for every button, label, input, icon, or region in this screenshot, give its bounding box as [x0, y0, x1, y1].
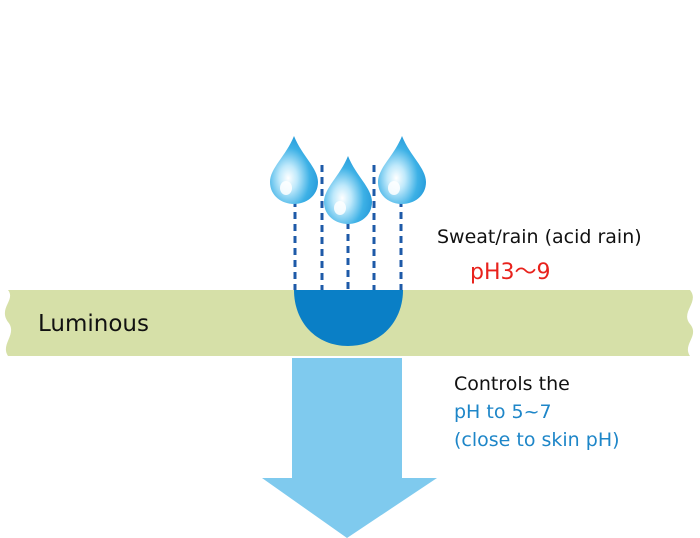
absorbed-liquid	[294, 290, 403, 346]
water-drop-icon	[324, 156, 372, 224]
source-ph-range: pH3～9	[470, 260, 551, 285]
result-ph-target: pH to 5~7	[454, 401, 552, 423]
result-text-line-1: Controls the	[454, 373, 570, 395]
water-drop-icon	[270, 136, 318, 204]
result-skin-ph-note: (close to skin pH)	[454, 429, 620, 451]
material-label: Luminous	[38, 311, 149, 337]
source-label: Sweat/rain (acid rain)	[437, 226, 642, 248]
water-drop-icon	[378, 136, 426, 204]
falling-lines	[293, 165, 403, 290]
down-arrow-icon	[262, 358, 437, 538]
